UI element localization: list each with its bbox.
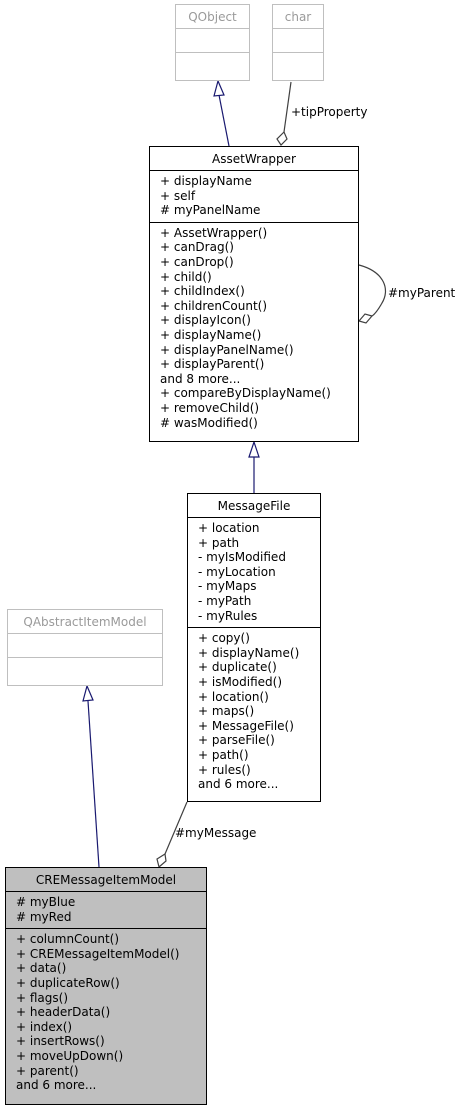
aggregation-diamond-myparent bbox=[357, 313, 374, 324]
method-row: + maps() bbox=[198, 704, 255, 719]
attribute-row: - myMaps bbox=[198, 579, 257, 594]
method-row: + parent() bbox=[16, 1063, 79, 1078]
method-row: + data() bbox=[16, 961, 67, 976]
attribute-row: - myIsModified bbox=[198, 550, 286, 565]
method-row: + headerData() bbox=[16, 1005, 111, 1020]
attribute-row: + location bbox=[198, 521, 260, 535]
method-row: + displayName() bbox=[198, 645, 300, 660]
class-cremessageitemmodel[interactable]: CREMessageItemModel # myBlue # myRed + c… bbox=[5, 867, 207, 1105]
method-row: + removeChild() bbox=[160, 400, 260, 415]
attribute-row: # myPanelName bbox=[160, 203, 261, 218]
edge-label-myparent: #myParent bbox=[388, 286, 456, 300]
class-qabstractitemmodel[interactable]: QAbstractItemModel bbox=[7, 609, 163, 686]
method-row: + displayName() bbox=[160, 327, 262, 342]
attributes-section: + location + path - myIsModified - myLoc… bbox=[188, 518, 320, 629]
attributes-section bbox=[8, 634, 162, 658]
class-title: char bbox=[273, 5, 323, 29]
class-title: AssetWrapper bbox=[150, 147, 358, 171]
methods-section bbox=[176, 53, 249, 77]
aggregation-diamond-tipproperty bbox=[276, 130, 288, 146]
method-row: + insertRows() bbox=[16, 1034, 105, 1049]
methods-section: + AssetWrapper() + canDrag() + canDrop()… bbox=[150, 223, 358, 434]
method-row: + canDrop() bbox=[160, 254, 234, 269]
attribute-row: # myRed bbox=[16, 909, 72, 924]
edge-label-mymessage: #myMessage bbox=[175, 826, 257, 840]
attribute-row: + displayName bbox=[160, 174, 252, 188]
attribute-row: + path bbox=[198, 535, 240, 550]
attributes-section bbox=[176, 29, 249, 53]
class-title: QAbstractItemModel bbox=[8, 610, 162, 634]
inheritance-arrowhead-assetwrapper bbox=[248, 440, 260, 458]
aggregation-edge-tipproperty bbox=[283, 81, 292, 133]
attribute-row: - myRules bbox=[198, 608, 258, 623]
method-row: + parseFile() bbox=[198, 733, 275, 748]
method-row: + canDrag() bbox=[160, 240, 234, 255]
method-row: + moveUpDown() bbox=[16, 1048, 124, 1063]
method-row: + copy() bbox=[198, 631, 250, 646]
aggregation-edge-myparent bbox=[358, 264, 387, 317]
method-row: + rules() bbox=[198, 762, 251, 777]
method-row: + duplicateRow() bbox=[16, 975, 120, 990]
method-row: + CREMessageItemModel() bbox=[16, 946, 180, 961]
methods-section bbox=[273, 53, 323, 77]
method-row: + displayIcon() bbox=[160, 313, 251, 328]
edge-label-tipproperty: +tipProperty bbox=[291, 105, 368, 119]
inheritance-edge-cremodel-qabstract bbox=[87, 700, 100, 868]
more-methods-row: and 8 more... bbox=[160, 371, 241, 386]
more-methods-row: and 6 more... bbox=[16, 1078, 97, 1093]
attribute-row: # myBlue bbox=[16, 895, 76, 909]
class-char[interactable]: char bbox=[272, 4, 324, 81]
class-assetwrapper[interactable]: AssetWrapper + displayName + self # myPa… bbox=[149, 146, 359, 442]
methods-section: + copy() + displayName() + duplicate() +… bbox=[188, 628, 320, 796]
attribute-row: + self bbox=[160, 188, 196, 203]
method-row: + childrenCount() bbox=[160, 298, 268, 313]
method-row: + index() bbox=[16, 1019, 73, 1034]
class-qobject[interactable]: QObject bbox=[175, 4, 250, 81]
method-row: # wasModified() bbox=[160, 415, 258, 430]
method-row: + displayParent() bbox=[160, 357, 265, 372]
method-row: + child() bbox=[160, 269, 212, 284]
method-row: + flags() bbox=[16, 990, 69, 1005]
attributes-section bbox=[273, 29, 323, 53]
attribute-row: - myPath bbox=[198, 593, 252, 608]
aggregation-edge-mymessage bbox=[164, 801, 188, 855]
attribute-row: - myLocation bbox=[198, 564, 276, 579]
attributes-section: # myBlue # myRed bbox=[6, 892, 206, 930]
method-row: + isModified() bbox=[198, 674, 283, 689]
method-row: + displayPanelName() bbox=[160, 342, 294, 357]
method-row: + MessageFile() bbox=[198, 718, 294, 733]
method-row: + compareByDisplayName() bbox=[160, 386, 331, 401]
method-row: + duplicate() bbox=[198, 660, 277, 675]
class-title: CREMessageItemModel bbox=[6, 868, 206, 892]
method-row: + childIndex() bbox=[160, 284, 245, 299]
method-row: + AssetWrapper() bbox=[160, 225, 268, 240]
methods-section bbox=[8, 658, 162, 682]
method-row: + columnCount() bbox=[16, 932, 120, 947]
class-title: MessageFile bbox=[188, 494, 320, 518]
attributes-section: + displayName + self # myPanelName bbox=[150, 171, 358, 223]
inheritance-arrowhead-qobject bbox=[213, 79, 225, 97]
methods-section: + columnCount() + CREMessageItemModel() … bbox=[6, 929, 206, 1097]
class-title: QObject bbox=[176, 5, 249, 29]
inheritance-arrowhead-qabstract bbox=[82, 684, 94, 702]
class-messagefile[interactable]: MessageFile + location + path - myIsModi… bbox=[187, 493, 321, 802]
more-methods-row: and 6 more... bbox=[198, 777, 279, 792]
method-row: + location() bbox=[198, 689, 269, 704]
aggregation-diamond-mymessage bbox=[156, 853, 167, 869]
inheritance-edge-assetwrapper-qobject bbox=[218, 94, 230, 147]
method-row: + path() bbox=[198, 747, 249, 762]
